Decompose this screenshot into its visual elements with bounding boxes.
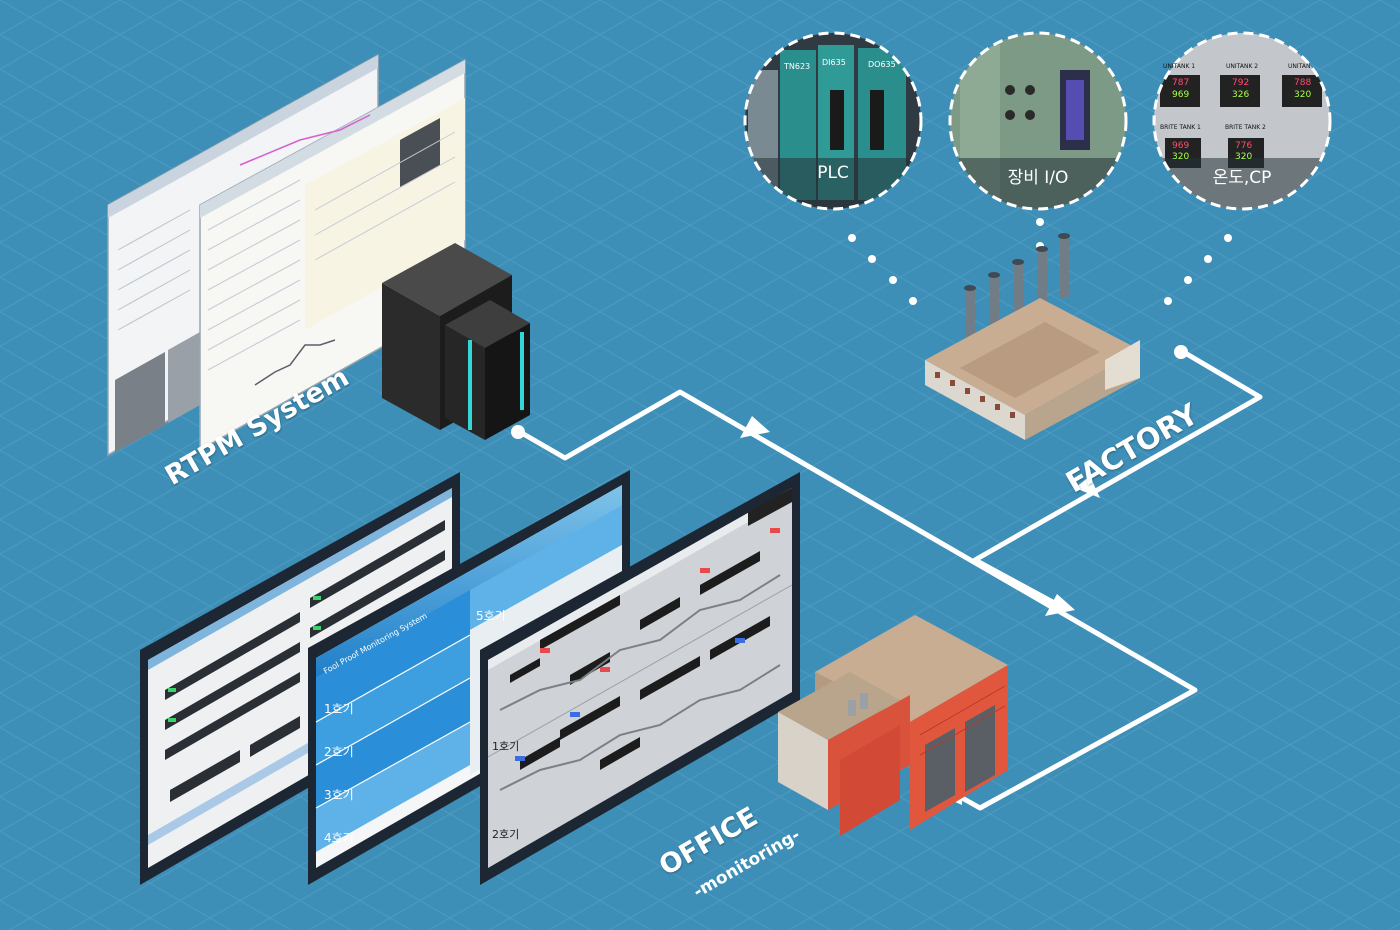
plc-tag-2: DI635 — [822, 58, 846, 67]
temp-reading-7: 969 — [1172, 141, 1190, 151]
flow-node-factory — [1174, 345, 1188, 359]
temp-unit-3: UNITAN — [1288, 63, 1311, 70]
temp-reading-9: 776 — [1235, 141, 1253, 151]
temp-unit-2: UNITANK 2 — [1226, 63, 1259, 70]
monitor-middle — [308, 470, 630, 885]
monitor-middle-row-2: 2호기 — [324, 745, 354, 759]
temp-unit-5: BRITE TANK 2 — [1225, 124, 1266, 131]
temp-reading-8: 320 — [1172, 152, 1190, 162]
monitor-middle-row-1: 1호기 — [324, 702, 354, 716]
monitor-front-row-1: 1호기 — [492, 740, 520, 753]
office-door-1 — [925, 728, 955, 812]
monitor-front — [480, 472, 800, 885]
arrow-head-2 — [1045, 594, 1075, 616]
monitor-middle-right-header: 5호기 — [476, 609, 506, 623]
temp-reading-5: 788 — [1294, 78, 1312, 88]
flow-lines — [518, 347, 1263, 811]
flow-line-factory — [972, 347, 1263, 609]
circle-plc — [743, 31, 923, 211]
rtpm-image-panel — [115, 352, 165, 452]
temp-reading-6: 320 — [1294, 90, 1312, 100]
temp-reading-1: 787 — [1172, 78, 1190, 88]
temp-reading-4: 326 — [1232, 90, 1250, 100]
circle-temperature — [1152, 31, 1332, 211]
monitor-middle-row-4: 4호기 — [324, 831, 354, 845]
temp-reading-3: 792 — [1232, 78, 1250, 88]
circle-caption-io: 장비 I/O — [1007, 168, 1069, 188]
server-rack — [382, 243, 530, 440]
flow-line-main — [518, 389, 1198, 811]
temp-reading-2: 969 — [1172, 90, 1190, 100]
circle-caption-plc: PLC — [817, 163, 849, 183]
plc-tag-1: TN623 — [784, 62, 811, 71]
monitor-front-row-2: 2호기 — [492, 828, 520, 841]
office-building — [778, 615, 1008, 836]
factory-building — [925, 233, 1140, 440]
office-door-2 — [965, 705, 995, 792]
temp-unit-4: BRITE TANK 1 — [1160, 124, 1201, 131]
rtpm-software-windows — [107, 53, 466, 457]
circle-caption-temperature: 온도,CP — [1212, 168, 1272, 188]
plc-tag-3: DO635 — [868, 60, 896, 69]
temp-unit-1: UNITANK 1 — [1163, 63, 1196, 70]
arrow-head-3 — [1075, 476, 1100, 498]
rtpm-camera-thumb — [400, 118, 440, 187]
factory-chimneys — [964, 233, 1070, 350]
monitor-middle-row-3: 3호기 — [324, 788, 354, 802]
flow-node-server — [511, 425, 525, 439]
circle-io — [948, 31, 1128, 211]
arrow-head-1 — [740, 416, 770, 438]
temp-reading-10: 320 — [1235, 152, 1253, 162]
